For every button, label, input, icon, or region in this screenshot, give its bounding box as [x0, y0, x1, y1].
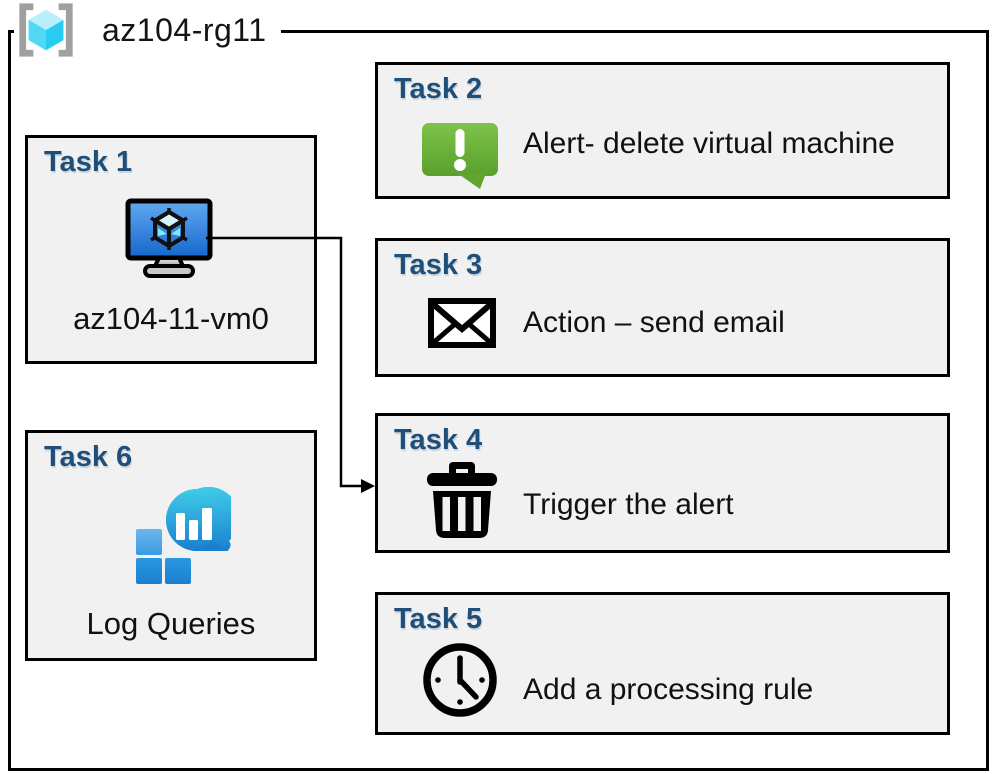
log-analytics-icon [136, 487, 231, 584]
task2-label: Alert- delete virtual machine [523, 127, 895, 160]
task1-title: Task 1 [44, 146, 133, 178]
virtual-machine-icon [125, 198, 213, 278]
task4-label: Trigger the alert [523, 488, 734, 521]
trash-icon [427, 462, 497, 538]
resource-group-icon [19, 3, 73, 57]
task3-label: Action – send email [523, 306, 785, 339]
task4-box: Task 4 Trigger the alert [375, 413, 950, 553]
task5-box: Task 5 Add a processing rule [375, 592, 950, 735]
task6-label: Log Queries [86, 606, 256, 641]
task3-title: Task 3 [394, 249, 483, 281]
task6-title: Task 6 [44, 441, 133, 473]
task5-title: Task 5 [394, 603, 483, 635]
task1-label: az104-11-vm0 [73, 301, 269, 336]
alert-icon [422, 123, 498, 189]
task3-box: Task 3 Action – send email [375, 238, 950, 377]
resource-group-title: az104-rg11 [102, 11, 267, 48]
email-icon [428, 298, 496, 348]
task2-box: Task 2 Alert- delete virtual machine [375, 62, 950, 199]
task4-title: Task 4 [394, 424, 483, 456]
task2-title: Task 2 [394, 73, 483, 105]
task6-box: Task 6 Log Queries [25, 430, 317, 661]
resource-group-legend: az104-rg11 [14, 2, 281, 58]
task1-box: Task 1 az104-11-vm0 [25, 135, 317, 364]
clock-icon [423, 643, 497, 717]
task5-label: Add a processing rule [523, 673, 814, 706]
